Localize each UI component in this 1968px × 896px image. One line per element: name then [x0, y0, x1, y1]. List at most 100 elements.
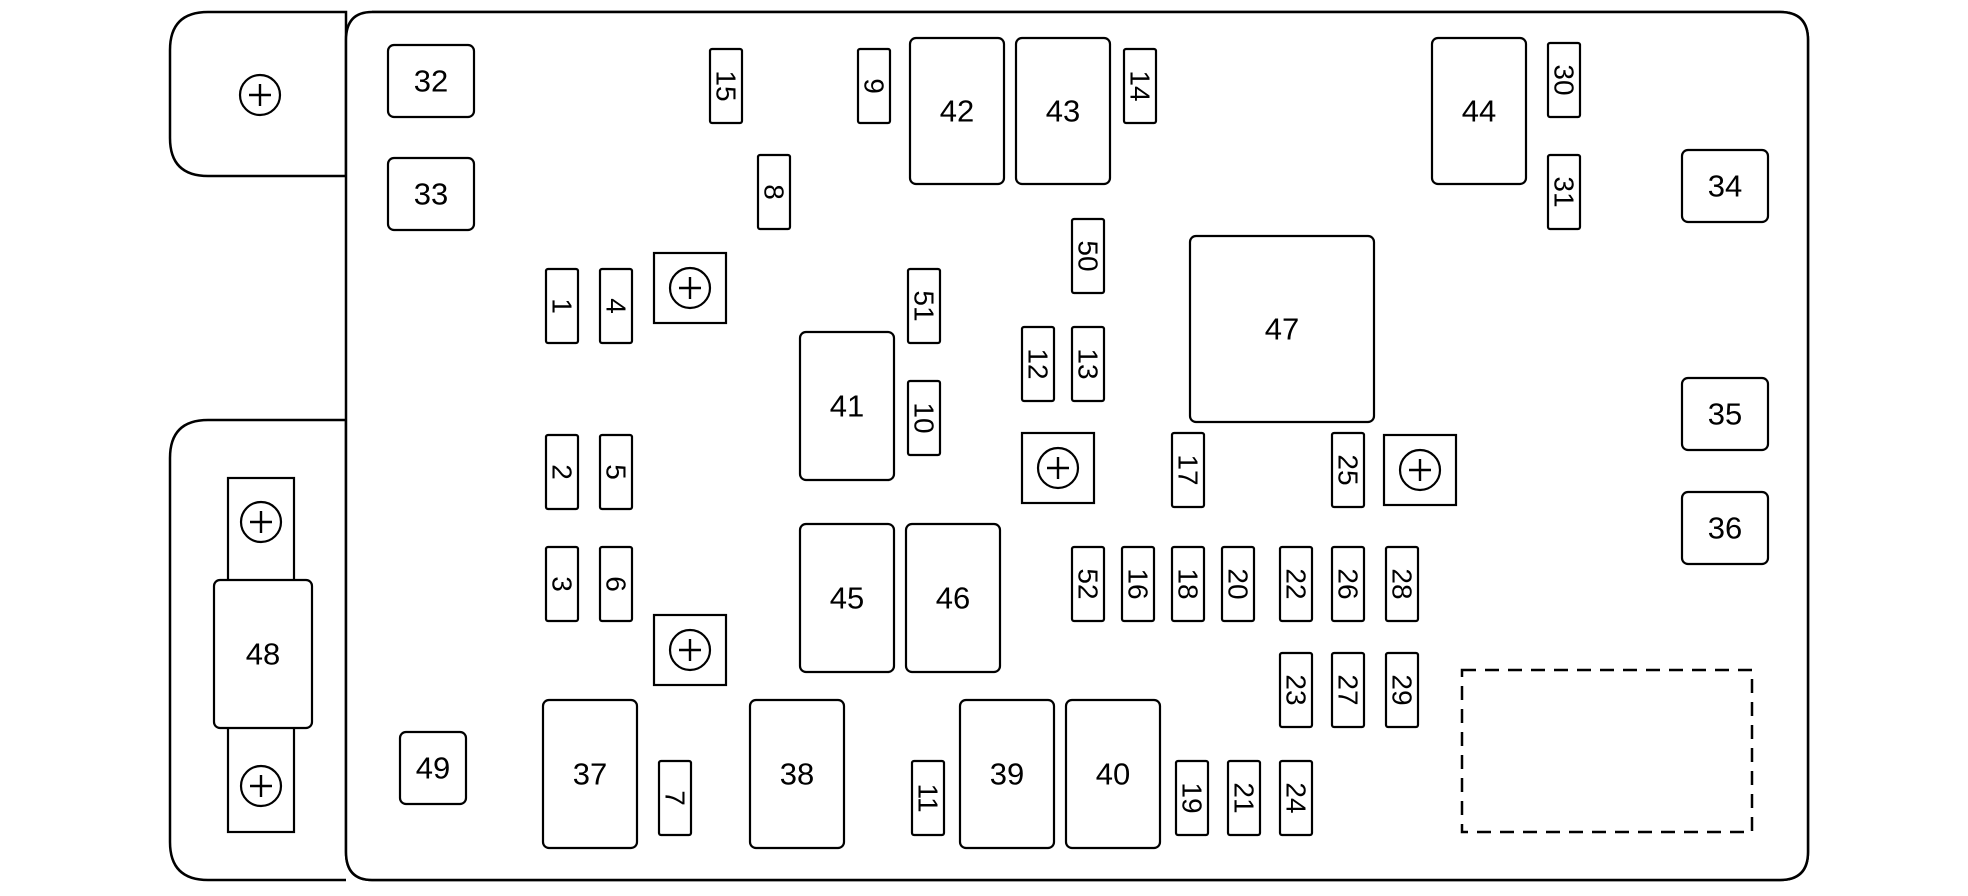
relay-41: 41	[798, 330, 896, 482]
relay-36: 36	[1680, 490, 1770, 566]
fuse-30-label: 30	[1549, 64, 1580, 95]
fuse-1-label: 1	[547, 298, 578, 314]
fuse-19: 19	[1174, 759, 1210, 837]
plus-terminal-icon	[238, 73, 282, 117]
relay-34: 34	[1680, 148, 1770, 224]
relay-47: 47	[1188, 234, 1376, 424]
relay-42: 42	[908, 36, 1006, 186]
fuse-6-label: 6	[601, 576, 632, 592]
plus-terminal-icon	[1398, 448, 1442, 492]
fuse-29: 29	[1384, 651, 1420, 729]
fuse-18-label: 18	[1173, 568, 1204, 599]
plus-terminal-icon	[1036, 446, 1080, 490]
plus-terminal-icon	[239, 764, 283, 808]
fuse-9-label: 9	[859, 78, 890, 94]
relay-46: 46	[904, 522, 1002, 674]
fuse-6: 6	[598, 545, 634, 623]
fuse-8-label: 8	[759, 184, 790, 200]
fuse-11-label: 11	[913, 783, 944, 812]
fuse-7-label: 7	[660, 790, 691, 806]
relay-49-label: 49	[416, 751, 450, 786]
fuse-27-label: 27	[1333, 674, 1364, 705]
relay-38: 38	[748, 698, 846, 850]
terminal-top-left	[238, 73, 282, 117]
fuse-24: 24	[1278, 759, 1314, 837]
fuse-26-label: 26	[1333, 568, 1364, 599]
relay-33-label: 33	[414, 177, 448, 212]
fuse-3-label: 3	[547, 576, 578, 592]
terminal-48-top	[239, 500, 283, 544]
relay-35: 35	[1680, 376, 1770, 452]
fuse-18: 18	[1170, 545, 1206, 623]
fuse-5: 5	[598, 433, 634, 511]
relay-36-label: 36	[1708, 511, 1742, 546]
fuse-51: 51	[906, 267, 942, 345]
fuse-2: 2	[544, 433, 580, 511]
relay-43: 43	[1014, 36, 1112, 186]
relay-32: 32	[386, 43, 476, 119]
fuse-51-label: 51	[909, 290, 940, 321]
fuse-50-label: 50	[1073, 240, 1104, 271]
relay-48-label: 48	[246, 637, 280, 672]
fuse-7: 7	[657, 759, 693, 837]
terminal-right	[1382, 433, 1458, 507]
fuse-22-label: 22	[1281, 568, 1312, 599]
fuse-30: 30	[1546, 41, 1582, 119]
fuse-4: 4	[598, 267, 634, 345]
fuse-1: 1	[544, 267, 580, 345]
fuse-10: 10	[906, 379, 942, 457]
terminal-upper-left	[652, 251, 728, 325]
fuse-14-label: 14	[1125, 70, 1156, 101]
fuse-29-label: 29	[1387, 674, 1418, 705]
relay-46-label: 46	[936, 581, 970, 616]
fuse-4-label: 4	[601, 298, 632, 314]
terminal-48-bottom	[239, 764, 283, 808]
relay-44: 44	[1430, 36, 1528, 186]
fuse-21: 21	[1226, 759, 1262, 837]
terminal-center	[1020, 431, 1096, 505]
relay-43-label: 43	[1046, 94, 1080, 129]
fuse-17: 17	[1170, 431, 1206, 509]
fuse-12-label: 12	[1023, 348, 1054, 379]
plus-terminal-icon	[239, 500, 283, 544]
relay-45-label: 45	[830, 581, 864, 616]
fuse-16: 16	[1120, 545, 1156, 623]
fuse-8: 8	[756, 153, 792, 231]
fuse-5-label: 5	[601, 464, 632, 480]
relay-37: 37	[541, 698, 639, 850]
fuse-25: 25	[1330, 431, 1366, 509]
fuse-14: 14	[1122, 47, 1158, 125]
fuse-19-label: 19	[1177, 782, 1208, 813]
fuse-23-label: 23	[1281, 674, 1312, 705]
fuse-52: 52	[1070, 545, 1106, 623]
relay-33: 33	[386, 156, 476, 232]
relay-49: 49	[398, 730, 468, 806]
relay-37-label: 37	[573, 757, 607, 792]
fuse-12: 12	[1020, 325, 1056, 403]
fuse-31: 31	[1546, 153, 1582, 231]
relay-47-label: 47	[1265, 312, 1299, 347]
fuse-20: 20	[1220, 545, 1256, 623]
fuse-20-label: 20	[1223, 568, 1254, 599]
empty-slot-region	[1460, 668, 1754, 834]
fuse-25-label: 25	[1333, 454, 1364, 485]
fuse-16-label: 16	[1123, 568, 1154, 599]
fuse-24-label: 24	[1281, 782, 1312, 813]
relay-35-label: 35	[1708, 397, 1742, 432]
relay-44-label: 44	[1462, 94, 1496, 129]
fuse-27: 27	[1330, 651, 1366, 729]
relay-39: 39	[958, 698, 1056, 850]
fuse-15: 15	[708, 47, 744, 125]
fuse-50: 50	[1070, 217, 1106, 295]
fuse-28: 28	[1384, 545, 1420, 623]
relay-48: 48	[212, 578, 314, 730]
fuse-26: 26	[1330, 545, 1366, 623]
terminal-lower-left	[652, 613, 728, 687]
fuse-23: 23	[1278, 651, 1314, 729]
relay-39-label: 39	[990, 757, 1024, 792]
relay-41-label: 41	[830, 389, 864, 424]
fuse-10-label: 10	[909, 402, 940, 433]
plus-terminal-icon	[668, 628, 712, 672]
relay-45: 45	[798, 522, 896, 674]
